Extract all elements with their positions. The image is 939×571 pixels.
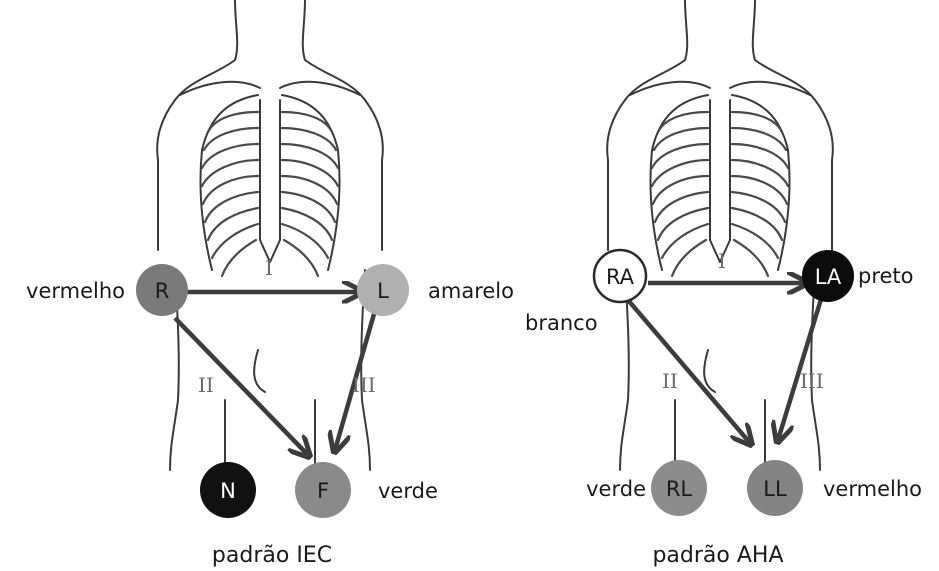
- iec-electrode-n: N: [200, 462, 256, 518]
- iec-electrode-l: L: [357, 264, 409, 316]
- aha-lead-2-label: II: [662, 369, 678, 393]
- iec-electrode-f: F: [295, 462, 351, 518]
- aha-lead-1-label: I: [718, 249, 726, 273]
- aha-color-label-ll: vermelho: [823, 477, 922, 501]
- aha-electrode-ra: RA: [594, 250, 646, 302]
- aha-electrode-la-code: LA: [815, 265, 842, 289]
- iec-color-label-f: verde: [378, 479, 438, 503]
- iec-electrode-f-code: F: [317, 479, 329, 503]
- aha-electrode-rl-code: RL: [666, 477, 693, 501]
- iec-electrode-n-code: N: [220, 479, 236, 503]
- iec-electrode-l-code: L: [377, 279, 389, 303]
- aha-electrode-la: LA: [802, 250, 854, 302]
- aha-torso-outline: [607, 0, 833, 470]
- iec-lead-1-label: I: [265, 256, 273, 280]
- iec-color-label-r: vermelho: [26, 279, 125, 303]
- iec-diagram: I II III R L N F vermelho amarelo verde …: [26, 0, 514, 568]
- iec-electrode-r: R: [136, 264, 188, 316]
- iec-lead-3-label: III: [352, 373, 376, 397]
- aha-caption: padrão AHA: [652, 543, 783, 568]
- aha-color-label-ra: branco: [525, 311, 598, 335]
- iec-electrode-r-code: R: [155, 279, 170, 303]
- aha-diagram: I II III RA LA RL LL branco preto verde …: [525, 0, 922, 568]
- iec-lead-2-arrow: [175, 318, 308, 455]
- aha-electrode-ll-code: LL: [763, 477, 787, 501]
- aha-electrode-ra-code: RA: [606, 265, 635, 289]
- iec-lead-2-label: II: [198, 373, 214, 397]
- aha-lead-2-arrow: [628, 300, 750, 443]
- iec-color-label-l: amarelo: [428, 279, 514, 303]
- aha-electrode-rl: RL: [651, 460, 707, 516]
- aha-lead-3-label: III: [800, 369, 824, 393]
- aha-electrode-ll: LL: [747, 460, 803, 516]
- iec-caption: padrão IEC: [212, 543, 332, 568]
- aha-color-label-la: preto: [858, 264, 914, 288]
- aha-color-label-rl: verde: [586, 477, 646, 501]
